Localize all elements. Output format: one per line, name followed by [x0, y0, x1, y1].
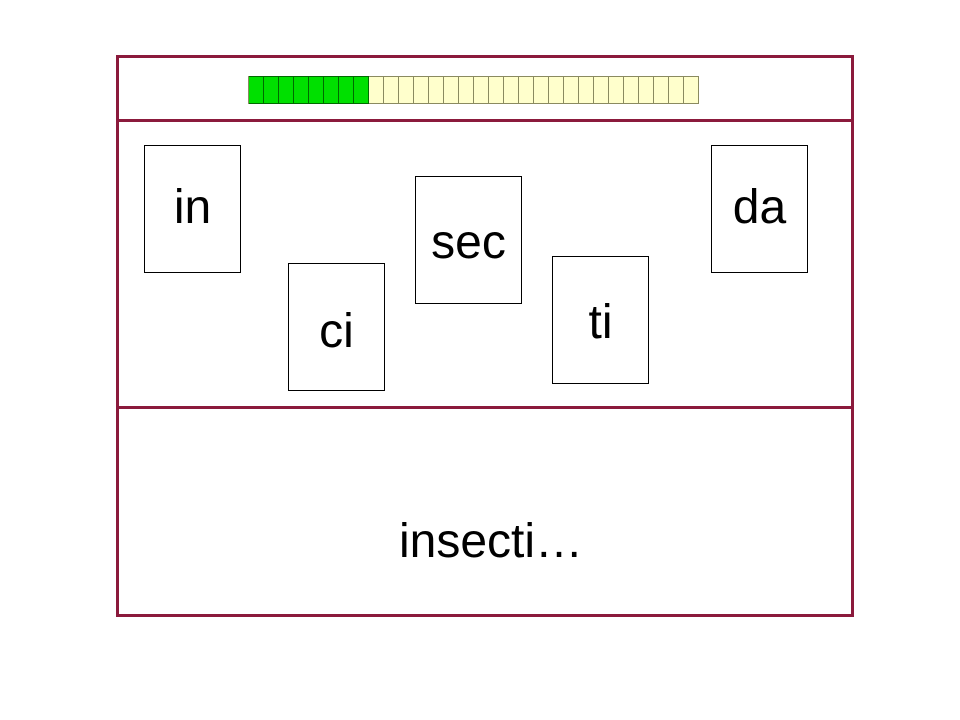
- syllable-label: ci: [319, 305, 354, 358]
- syllable-label: in: [173, 181, 212, 234]
- progress-segment-empty: [399, 76, 414, 104]
- progress-segment-empty: [369, 76, 384, 104]
- progress-segment-empty: [624, 76, 639, 104]
- syllable-tile-sec[interactable]: sec: [415, 176, 522, 304]
- progress-segment-filled: [309, 76, 324, 104]
- progress-segment-filled: [339, 76, 354, 104]
- progress-segment-empty: [414, 76, 429, 104]
- progress-segment-empty: [384, 76, 399, 104]
- syllable-label: sec: [431, 216, 506, 269]
- progress-segment-empty: [654, 76, 669, 104]
- progress-segment-empty: [459, 76, 474, 104]
- progress-segment-filled: [279, 76, 294, 104]
- progress-segment-empty: [534, 76, 549, 104]
- progress-segment-filled: [249, 76, 264, 104]
- answer-panel: [116, 406, 854, 617]
- progress-segment-filled: [264, 76, 279, 104]
- syllable-label: ti: [588, 296, 613, 349]
- progress-segment-empty: [549, 76, 564, 104]
- syllable-tile-ti[interactable]: ti: [552, 256, 649, 384]
- progress-segment-filled: [294, 76, 309, 104]
- progress-segment-empty: [489, 76, 504, 104]
- progress-segment-empty: [684, 76, 699, 104]
- progress-segment-empty: [609, 76, 624, 104]
- answer-word: insecti…: [398, 515, 584, 568]
- progress-segment-filled: [354, 76, 369, 104]
- progress-segment-empty: [669, 76, 684, 104]
- progress-segment-empty: [564, 76, 579, 104]
- progress-segment-empty: [594, 76, 609, 104]
- progress-segment-empty: [444, 76, 459, 104]
- syllable-tile-da[interactable]: da: [711, 145, 808, 273]
- progress-segment-empty: [429, 76, 444, 104]
- progress-segment-empty: [504, 76, 519, 104]
- progress-bar: [248, 76, 699, 104]
- syllable-tile-ci[interactable]: ci: [288, 263, 385, 391]
- syllable-tile-in[interactable]: in: [144, 145, 241, 273]
- progress-segment-empty: [579, 76, 594, 104]
- progress-segment-empty: [519, 76, 534, 104]
- progress-segment-filled: [324, 76, 339, 104]
- syllable-label: da: [732, 181, 787, 234]
- progress-segment-empty: [474, 76, 489, 104]
- progress-segment-empty: [639, 76, 654, 104]
